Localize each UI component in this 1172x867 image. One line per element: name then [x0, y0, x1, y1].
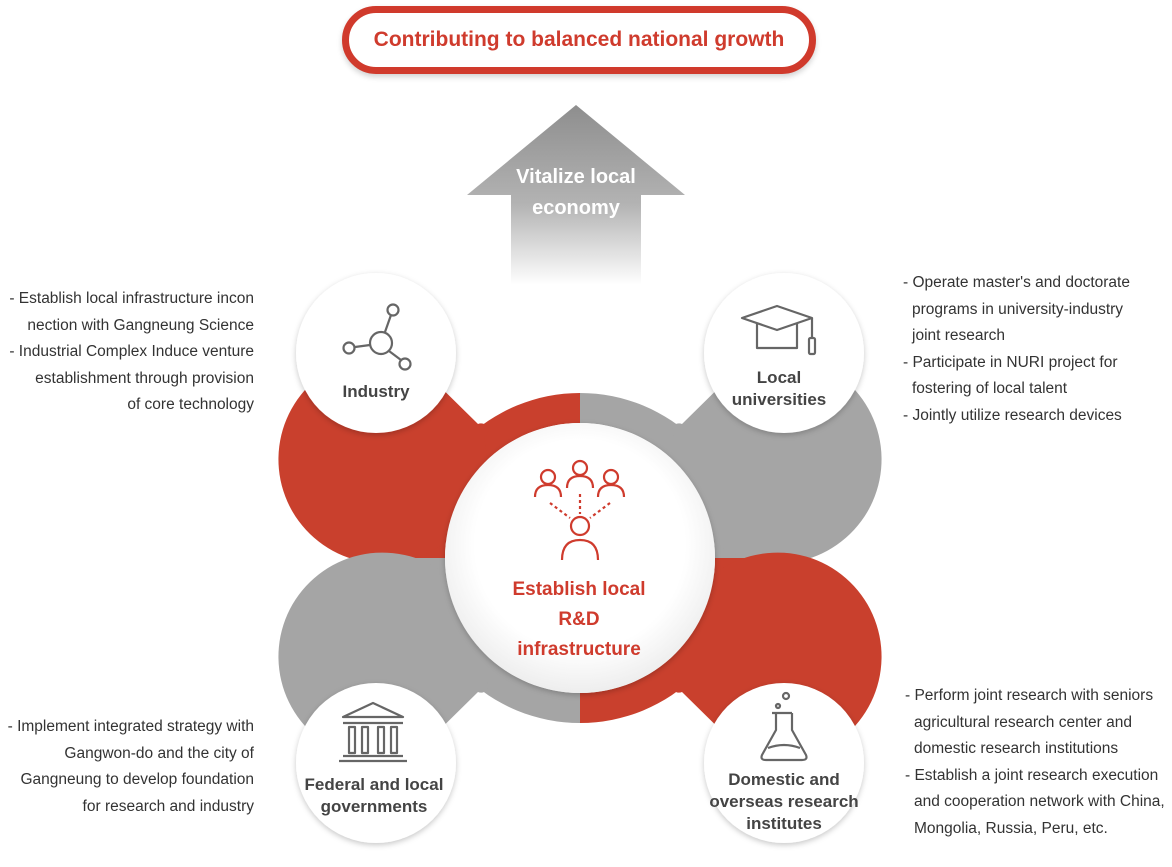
arrow-label-line-2: economy: [532, 197, 620, 219]
governments-description-line: - Implement integrated strategy with: [7, 718, 254, 735]
node-institutes-inner: [704, 683, 864, 843]
industry-description-line: - Establish local infrastructure incon: [9, 290, 254, 307]
flask-icon: [760, 691, 808, 762]
up-arrow: [467, 105, 685, 285]
institutes-description-item: - Perform joint research with seniors ag…: [905, 687, 1154, 757]
universities-description-item: - Participate in NURI project for foster…: [903, 353, 1118, 398]
node-governments-label-line-1: Federal and local: [304, 775, 444, 794]
node-universities-label-line-2: universities: [731, 390, 827, 409]
node-universities-label: Local universities: [703, 367, 855, 411]
node-institutes-label-line-3: institutes: [746, 814, 822, 833]
title-banner: Contributing to balanced national growth: [342, 6, 816, 74]
governments-description-line: Gangneung to develop foundation: [20, 771, 254, 788]
center-label-line-1: Establish local: [512, 579, 646, 600]
governments-description: - Implement integrated strategy with Gan…: [0, 714, 254, 820]
institutes-description: - Perform joint research with seniors ag…: [905, 683, 1167, 842]
node-universities-label-line-1: Local: [756, 368, 802, 387]
center-label-line-2: R&D: [558, 609, 600, 630]
node-institutes-label-line-1: Domestic and: [728, 770, 840, 789]
center-label-line-3: infrastructure: [517, 639, 641, 660]
arrow-label-line-1: Vitalize local: [516, 166, 636, 188]
node-institutes-label: Domestic and overseas research institute…: [704, 769, 864, 835]
node-industry-label: Industry: [300, 381, 452, 403]
government-building-icon: [339, 701, 407, 763]
universities-description: - Operate master's and doctorate program…: [903, 270, 1143, 429]
center-circle: [445, 423, 715, 693]
node-industry-label-line-1: Industry: [342, 382, 410, 401]
governments-description-line: Gangwon-do and the city of: [64, 744, 254, 762]
industry-description-line: nection with Gangneung Science: [27, 316, 254, 334]
graduation-cap-icon: [740, 304, 817, 356]
node-governments-label-line-2: governments: [320, 797, 428, 816]
people-network-icon: [533, 459, 626, 561]
institutes-description-item: - Establish a joint research execution a…: [905, 766, 1165, 837]
title-text: Contributing to balanced national growth: [373, 28, 785, 51]
industry-description-line: establishment through provision: [35, 369, 254, 387]
governments-description-line: for research and industry: [82, 797, 254, 815]
arrow-label: Vitalize local economy: [492, 162, 660, 224]
node-governments-inner: [296, 683, 456, 843]
center-label: Establish local R&D infrastructure: [479, 575, 679, 665]
node-institutes-label-line-2: overseas research: [709, 792, 859, 811]
industry-description-line: - Industrial Complex Induce venture: [9, 343, 254, 360]
universities-description-item: - Jointly utilize research devices: [903, 406, 1122, 424]
node-governments-label: Federal and local governments: [286, 774, 462, 818]
industry-description-line: of core technology: [127, 396, 254, 413]
universities-description-item: - Operate master's and doctorate program…: [903, 274, 1130, 344]
molecule-icon: [342, 303, 412, 371]
node-universities-inner: [704, 273, 864, 433]
industry-description: - Establish local infrastructure incon n…: [0, 286, 254, 419]
